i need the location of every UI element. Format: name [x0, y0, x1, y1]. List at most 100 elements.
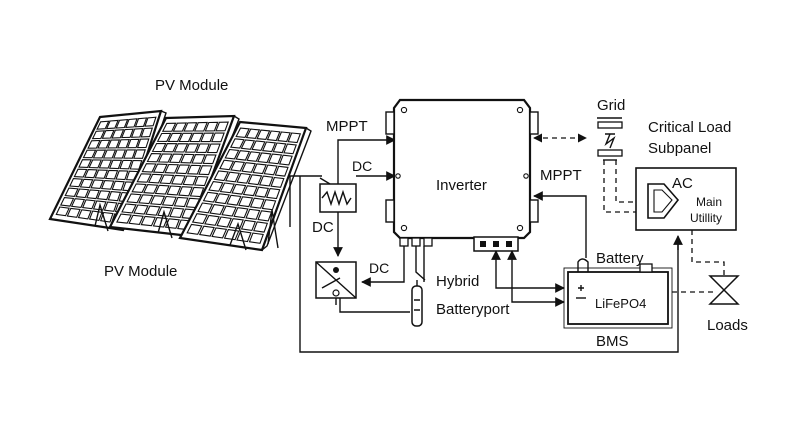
main-label: Main [696, 195, 722, 209]
pv-cell [102, 149, 117, 159]
pv-cell [70, 198, 86, 208]
mppt-right-label: MPPT [540, 167, 582, 184]
pv-cell [191, 213, 208, 225]
pv-cell [247, 174, 263, 186]
pv-cell [200, 132, 215, 143]
pv-cell [197, 202, 214, 214]
ac-label: AC [672, 175, 693, 192]
pv-cell [216, 216, 232, 228]
critical-load-subpanel [635, 167, 737, 231]
pv-cell [154, 184, 170, 195]
pv-cell [141, 163, 157, 173]
mppt-left-connection [337, 135, 396, 184]
pv-cell [100, 180, 115, 190]
pv-cell [178, 186, 193, 197]
pv-cell [55, 206, 70, 217]
hybrid-label: Hybrid [436, 273, 479, 290]
pv-cell [252, 163, 267, 175]
pv-cell [98, 159, 113, 169]
pv-cell [241, 162, 257, 173]
pv-cell [261, 199, 277, 211]
battery-port-fuse [411, 246, 426, 327]
pv-cell [249, 197, 265, 209]
pv-cell [133, 149, 146, 159]
pv-cell [221, 205, 237, 217]
pv-cell [140, 127, 154, 138]
pv-cell [131, 183, 147, 193]
pv-cell [73, 168, 88, 178]
pv-cell [119, 159, 133, 170]
pv-cell [168, 153, 184, 164]
pv-panel-1 [48, 109, 167, 232]
pv-cell [206, 143, 221, 154]
pv-cell [240, 219, 257, 232]
dc-top-label: DC [352, 158, 372, 174]
pv-cell [123, 149, 137, 159]
pv-cell [254, 186, 270, 198]
pv-cell [245, 128, 261, 139]
pv-cell [107, 191, 122, 202]
lifepo4-label: LiFePO4 [595, 296, 646, 311]
pv-cell [215, 121, 229, 132]
battery-port-label: Batteryport [436, 301, 510, 318]
critical-load-label-2: Subpanel [648, 140, 711, 157]
inverter [385, 98, 539, 252]
grid-meter [597, 117, 623, 161]
pv-cell [92, 149, 107, 159]
pv-cell [81, 199, 96, 210]
pv-cell [115, 118, 129, 129]
pv-cell [146, 153, 162, 163]
pv-cell [161, 122, 177, 132]
pv-cell [88, 159, 103, 169]
pv-module-top-label: PV Module [155, 77, 228, 94]
pv-panel-2 [108, 114, 240, 239]
pv-cell [277, 131, 291, 143]
pv-cell [283, 143, 297, 155]
pv-cell [208, 181, 224, 192]
pv-cell [274, 165, 289, 177]
pv-cell [157, 153, 173, 163]
pv-cell [263, 164, 278, 176]
pv-cell [272, 142, 287, 154]
pv-cell [240, 139, 256, 150]
pv-cell [103, 201, 118, 212]
pv-cell [229, 138, 245, 149]
pv-cell [233, 207, 249, 219]
pv-cell [116, 139, 130, 149]
dc-bottom-label: DC [369, 260, 389, 276]
pv-cell [230, 160, 246, 172]
pv-cell [173, 196, 189, 208]
pv-cell [78, 159, 92, 168]
pv-cell [162, 143, 178, 153]
pv-cell [101, 129, 115, 139]
utility-label: Utillity [690, 211, 722, 225]
pv-cell [75, 188, 90, 199]
subpanel-to-loads-dashed [691, 230, 725, 276]
pv-cell [182, 175, 198, 186]
grid-label: Grid [597, 97, 625, 114]
dc-left-label: DC [312, 219, 334, 236]
pv-cell [211, 227, 228, 239]
pv-cell [115, 170, 129, 181]
pv-cell [214, 193, 231, 205]
pv-cell [113, 149, 127, 159]
loads-label: Loads [707, 317, 748, 334]
pv-cell [140, 215, 157, 227]
pv-cell [170, 174, 186, 185]
dc-bottom-connection [361, 245, 405, 287]
pv-cell [87, 139, 101, 149]
pv-cell [169, 207, 185, 218]
pv-cell [219, 159, 235, 171]
dc-combiner-box [319, 177, 357, 213]
pv-cell [198, 165, 213, 176]
pv-cell [120, 128, 134, 139]
pv-cell [235, 127, 250, 138]
pv-cell [175, 164, 191, 175]
pv-cell [86, 189, 100, 200]
pv-cell [258, 175, 274, 187]
pv-cell [82, 149, 97, 159]
pv-cell [94, 169, 109, 179]
pv-cell [189, 132, 204, 143]
pv-cell [195, 143, 211, 153]
pv-cell [231, 183, 247, 195]
